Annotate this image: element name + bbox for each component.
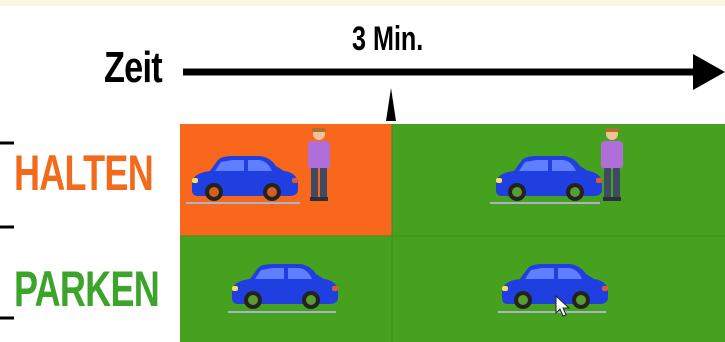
marker-label-3min: 3 Min. (352, 22, 423, 56)
row-label-parken: PARKEN (14, 264, 159, 314)
arrow-right-icon (693, 54, 725, 90)
axis-label-zeit: Zeit (104, 46, 162, 90)
row-label-halten: HALTEN (14, 148, 153, 198)
marker-up-icon (386, 88, 396, 121)
